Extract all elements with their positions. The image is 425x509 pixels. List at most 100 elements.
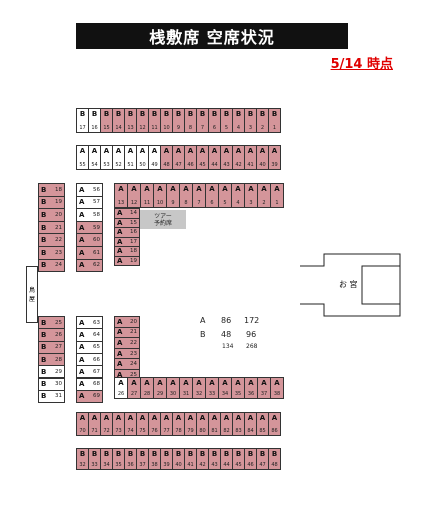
seat-number: 39 <box>163 462 170 468</box>
seat-block-letter: A <box>117 247 123 256</box>
seat-block-letter: B <box>223 450 230 458</box>
seat-number: 47 <box>259 462 266 468</box>
summary-sub-total: 268 <box>246 343 258 350</box>
seat-number: 20 <box>130 318 137 325</box>
seat-number: 35 <box>234 391 242 397</box>
seat-number: 4 <box>236 200 240 206</box>
seat-block-letter: A <box>144 379 150 387</box>
seat-number: 11 <box>151 125 158 131</box>
seat-number: 29 <box>55 368 62 375</box>
seat-block-letter: A <box>79 355 85 364</box>
seat-block-letter: A <box>117 338 123 347</box>
seat-number: 52 <box>115 162 122 168</box>
seat-block-letter: A <box>117 228 123 237</box>
seat-block-letter: A <box>103 147 110 155</box>
seat-number: 46 <box>187 162 194 168</box>
seat-block-letter: A <box>103 414 110 422</box>
seat-block-letter: A <box>247 147 254 155</box>
seat-number: 68 <box>93 381 100 388</box>
seat-block-letter: B <box>127 110 134 118</box>
shrine-diagram <box>300 253 401 317</box>
